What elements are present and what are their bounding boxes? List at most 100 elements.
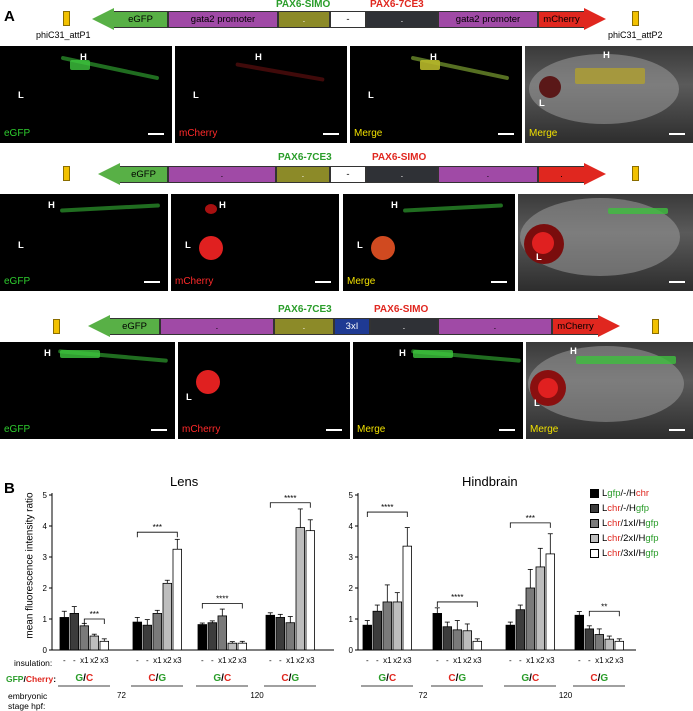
- lens-marker: L: [539, 98, 545, 109]
- orientation-label: C/G: [448, 673, 466, 684]
- colon-label: :: [53, 674, 57, 684]
- insulation-label: -: [211, 656, 214, 665]
- legend-part2: chr: [635, 488, 650, 499]
- stage-label: 72: [117, 691, 126, 700]
- bar: [545, 553, 556, 651]
- insulation-label: -: [376, 656, 379, 665]
- y-tick-label: 2: [349, 584, 354, 593]
- enhancer-left-box: .: [278, 11, 330, 28]
- mcherry-segment: mCherry: [538, 11, 584, 28]
- enhancer-left-label: PAX6-7CE3: [278, 304, 332, 315]
- hindbrain-marker: H: [80, 52, 87, 63]
- orientation-label: G/C: [75, 673, 93, 684]
- bar: [285, 622, 296, 651]
- lens-marker: L: [534, 398, 540, 409]
- egfp-segment: eGFP: [120, 166, 168, 183]
- att-site-right-icon: [632, 11, 639, 26]
- insulation-label: x2: [296, 656, 305, 665]
- significance-bracket: [509, 522, 551, 528]
- insulation-label: -: [436, 656, 439, 665]
- egfp-image-2: H L eGFP: [0, 194, 168, 291]
- scale-bar: [315, 281, 331, 283]
- legend-part1: chr: [607, 503, 621, 514]
- insulation-row-label: insulation:: [14, 658, 53, 668]
- mcherry-image-3: L mCherry: [178, 342, 350, 439]
- legend-part1: gfp: [607, 488, 621, 499]
- merge-channel-label: Merge: [357, 424, 386, 435]
- enhancer-left-label: PAX6-SIMO: [276, 0, 331, 10]
- bar: [162, 582, 173, 651]
- insulation-label: -: [279, 656, 282, 665]
- legend-prefix: L: [602, 533, 608, 544]
- bar: [207, 622, 218, 651]
- insulation-label: x1: [286, 656, 295, 665]
- scale-bar: [669, 429, 685, 431]
- enhancer-left-label: PAX6-7CE3: [278, 152, 332, 163]
- egfp-channel-label: eGFP: [4, 424, 31, 435]
- legend-part1: chr: [607, 548, 621, 559]
- lens-marker: L: [357, 240, 363, 251]
- insulation-label: x1: [526, 656, 535, 665]
- bar: [142, 624, 153, 651]
- att-site-right-icon: [652, 319, 659, 334]
- legend-swatch: [590, 519, 599, 528]
- insulation-label: -: [519, 656, 522, 665]
- stage-label: 120: [250, 691, 264, 700]
- mcherry-channel-label: mCherry: [182, 424, 221, 435]
- bar: [515, 609, 526, 651]
- lens-marker: L: [368, 90, 374, 101]
- significance-stars: **: [601, 602, 607, 611]
- bar: [525, 587, 536, 651]
- mcherry-image-1: H L mCherry: [175, 46, 347, 143]
- bar: [382, 601, 393, 651]
- scale-bar: [151, 429, 167, 431]
- bar: [275, 617, 286, 651]
- mcherry-channel-label: mCherry: [179, 128, 218, 139]
- stage-row-label-1: embryonic: [8, 691, 48, 701]
- mcherry-segment: .: [538, 166, 584, 183]
- significance-bracket: [136, 531, 178, 538]
- insulation-label: x2: [393, 656, 402, 665]
- lens-marker: L: [193, 90, 199, 101]
- enhancer-right-label: PAX6-SIMO: [374, 304, 429, 315]
- promoter-left-segment: gata2 promoter: [168, 11, 278, 28]
- merge-channel-label: Merge: [529, 128, 558, 139]
- insulation-label: x1: [80, 656, 89, 665]
- bar: [442, 626, 453, 651]
- egfp-segment: eGFP: [114, 11, 168, 28]
- insulation-label: x1: [153, 656, 162, 665]
- scale-bar: [498, 133, 514, 135]
- y-tick-label: 4: [349, 522, 354, 531]
- insulation-label: x1: [453, 656, 462, 665]
- legend-prefix: L: [602, 503, 608, 514]
- y-axis-label: mean fluorescence intensity ratio: [24, 492, 36, 639]
- insulation-label: -: [201, 656, 204, 665]
- y-tick-label: 5: [43, 491, 48, 500]
- orientation-label: C/G: [148, 673, 166, 684]
- egfp-segment: eGFP: [110, 318, 160, 335]
- insulation-label: x2: [463, 656, 472, 665]
- mcherry-segment: mCherry: [552, 318, 598, 335]
- brightfield-image-2: L: [518, 194, 693, 291]
- att-site-left-icon: [63, 166, 70, 181]
- bar: [217, 615, 228, 651]
- mcherry-image-2: H L mCherry: [171, 194, 339, 291]
- bar: [402, 545, 413, 651]
- enhancer-right-box: .: [366, 11, 438, 28]
- bar: [604, 638, 615, 651]
- bar: [574, 614, 585, 651]
- significance-stars: ****: [381, 503, 393, 512]
- hindbrain-chart-title: Hindbrain: [462, 474, 518, 489]
- slash-label: /: [23, 674, 26, 684]
- enhancer-right-box: .: [366, 166, 438, 183]
- bar: [59, 617, 70, 651]
- bar: [99, 640, 110, 651]
- att-site-right-icon: [632, 166, 639, 181]
- bar: [227, 642, 238, 651]
- y-tick-label: 1: [43, 615, 48, 624]
- bar: [614, 640, 625, 651]
- insulation-label: -: [63, 656, 66, 665]
- legend-mid: /-/H: [620, 503, 636, 514]
